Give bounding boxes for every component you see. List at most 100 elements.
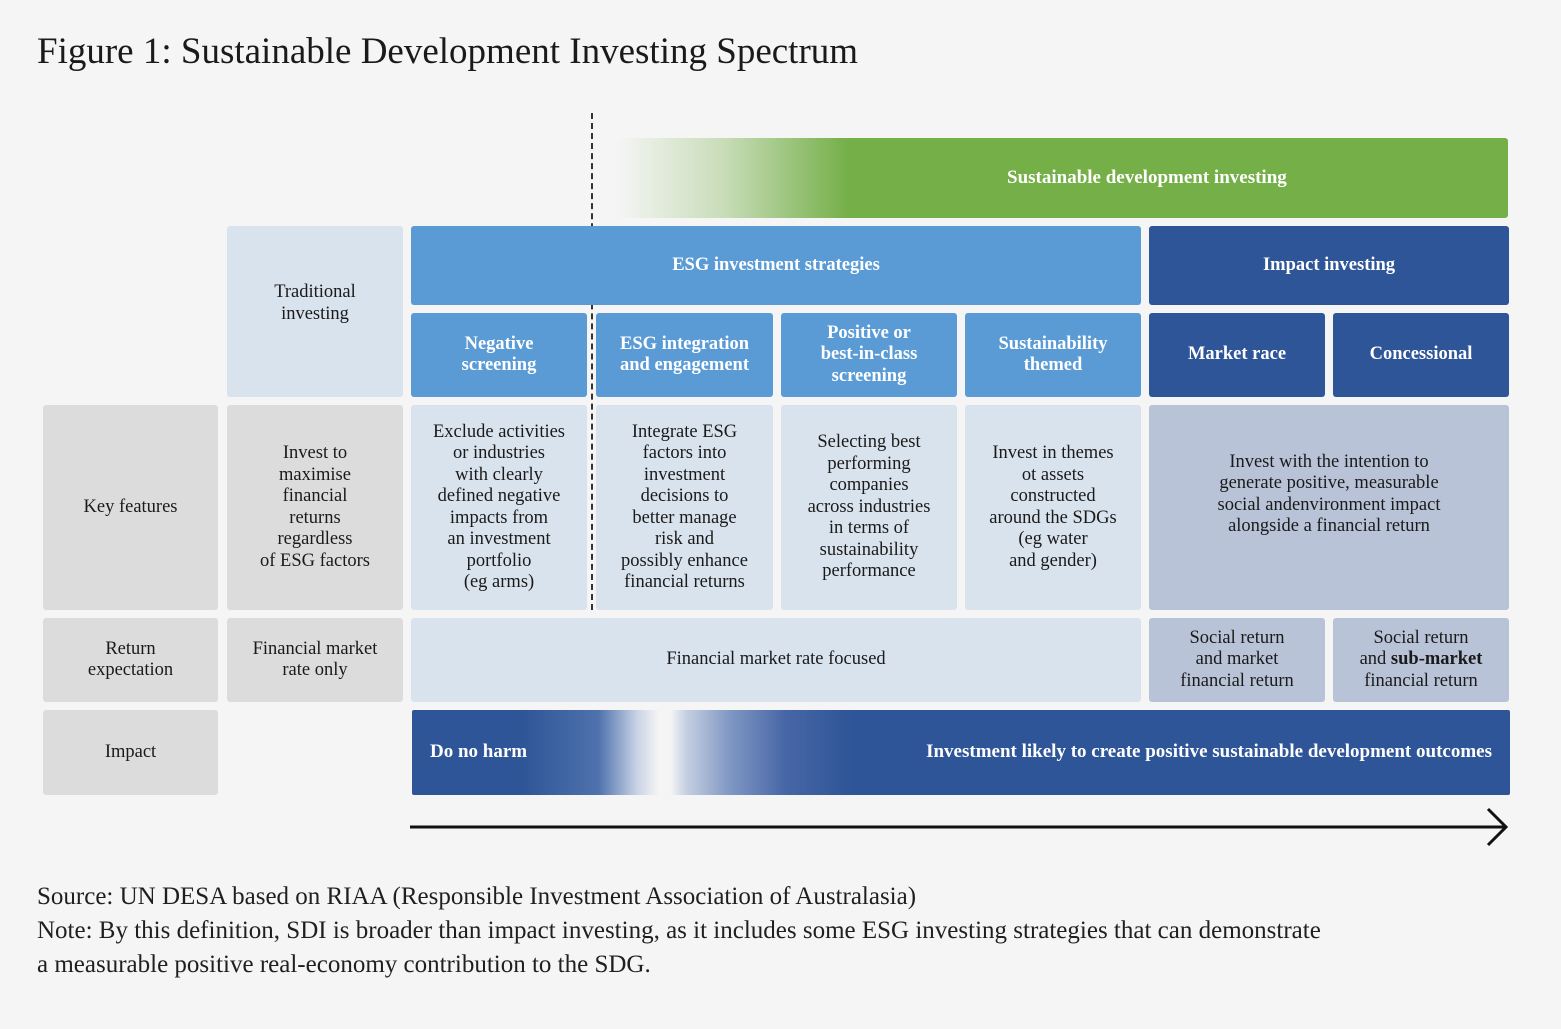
text-line: ot assets: [1021, 464, 1085, 485]
concessional-return-line3: financial return: [1364, 670, 1478, 691]
text-line: performing: [827, 453, 911, 474]
dashed-divider: [591, 113, 593, 610]
text-line: an investment: [447, 529, 551, 549]
text-line: portfolio: [466, 550, 532, 571]
text-line: expectation: [87, 660, 174, 680]
esg-return-text: Financial market rate focused: [666, 649, 885, 671]
text-line: and gender): [1009, 550, 1097, 571]
text-line: Exclude activities: [432, 421, 566, 442]
text-line: returns: [289, 507, 341, 528]
text-line: Positive or: [827, 322, 911, 343]
impact-label-text: Impact: [105, 742, 156, 764]
note-line-1: Note: By this definition, SDI is broader…: [37, 917, 1321, 944]
text-line: Concessional: [1369, 344, 1473, 365]
text-line: screening: [461, 355, 537, 375]
text-line: companies: [829, 475, 909, 496]
key-features-row-label: Key features: [43, 405, 218, 610]
impact-investing-band: Impact investing: [1149, 226, 1509, 305]
text-line: best-in-class: [820, 344, 918, 365]
text-line: (eg water: [1018, 529, 1088, 549]
text-line: Traditional: [274, 282, 356, 302]
text-line: alongside a financial return: [1228, 516, 1430, 536]
key-features-label-text: Key features: [84, 497, 178, 519]
concessional-label: Concessional: [1370, 344, 1473, 366]
sdi-band: Sustainable development investing: [617, 138, 1508, 218]
text-line: maximise: [279, 464, 351, 485]
text-line: financial return: [1180, 670, 1294, 691]
source-line: Source: UN DESA based on RIAA (Responsib…: [37, 883, 917, 910]
text-line: screening: [831, 365, 907, 386]
text-line: impacts from: [449, 507, 549, 528]
concessional-return-line2-pre: and: [1359, 649, 1391, 670]
text-line: around the SDGs: [989, 507, 1117, 528]
text-line: regardless: [277, 529, 353, 549]
text-line: Return: [105, 638, 156, 659]
esg-band-label: ESG investment strategies: [672, 254, 880, 275]
text-line: Invest to: [282, 443, 348, 463]
text-line: rate only: [282, 660, 348, 680]
text-line: Impact: [104, 741, 157, 762]
text-line: ESG integration: [620, 333, 749, 354]
text-line: Selecting best: [817, 432, 921, 453]
sdi-band-label: Sustainable development investing: [1007, 167, 1287, 188]
text-line: social andenvironment impact: [1217, 494, 1441, 515]
text-line: Key features: [83, 496, 178, 517]
page-title: Figure 1: Sustainable Development Invest…: [37, 31, 859, 72]
text-line: Integrate ESG: [631, 421, 738, 442]
text-line: Financial market: [252, 638, 378, 659]
text-line: risk and: [654, 529, 715, 549]
text-line: with clearly: [455, 464, 543, 485]
spectrum-arrow: [410, 807, 1509, 847]
concessional-return-line1: Social return: [1373, 627, 1469, 648]
impact-gradient-bar: Do no harm Investment likely to create p…: [412, 710, 1510, 795]
text-line: Invest with the intention to: [1229, 451, 1429, 472]
text-line: Social return: [1189, 627, 1285, 648]
concessional-return-line2: and sub-market: [1360, 649, 1483, 671]
concessional-header: Concessional: [1333, 313, 1509, 397]
esg-return-expectation: Financial market rate focused: [411, 618, 1141, 702]
text-line: defined negative: [437, 486, 561, 506]
text-line: investing: [281, 303, 349, 324]
note-line-2: a measurable positive real-economy contr…: [37, 951, 651, 978]
text-line: investment: [643, 464, 726, 485]
text-line: across industries: [807, 496, 931, 517]
text-line: or industries: [453, 443, 545, 463]
text-line: decisions to: [640, 486, 729, 506]
impact-row-label: Impact: [43, 710, 218, 795]
market-race-label: Market race: [1188, 344, 1286, 366]
text-line: Sustainability: [998, 333, 1108, 354]
text-line: Market race: [1187, 344, 1287, 365]
esg-band: ESG investment strategies: [411, 226, 1141, 305]
figure-notes: Source: UN DESA based on RIAA (Responsib…: [37, 880, 1321, 982]
text-line: constructed: [1010, 486, 1096, 506]
market-race-header: Market race: [1149, 313, 1325, 397]
text-line: financial returns: [624, 572, 745, 592]
text-line: themed: [1023, 355, 1083, 375]
text-line: in terms of: [828, 518, 910, 539]
concessional-return-expectation: Social return and sub-market financial r…: [1333, 618, 1509, 702]
concessional-return-text: Social return and sub-market financial r…: [1360, 628, 1483, 693]
